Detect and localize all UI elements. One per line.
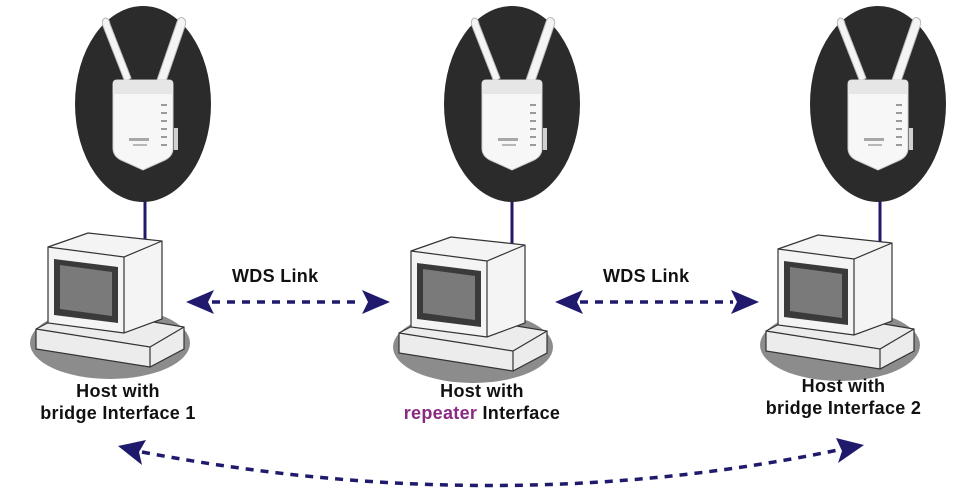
host-label-repeater: Host with repeater Interface [352,380,612,424]
host-label-line2-rest: Interface [477,403,561,423]
dashed-double-arrow-icon [186,290,390,314]
host-label-line2: bridge Interface 1 [40,403,196,423]
host-label-line1: Host with [440,381,524,401]
dashed-double-arrow-icon [118,438,864,488]
repeater-highlight: repeater [403,403,478,423]
host-label-bridge-1: Host with bridge Interface 1 [6,380,230,424]
host-label-line1: Host with [76,381,160,401]
access-point-icon [809,5,947,203]
host-label-line1: Host with [801,376,886,396]
access-point-icon [74,5,212,203]
wds-link-label-left: WDS Link [232,266,319,286]
host-computer-icon [759,234,921,382]
host-label-bridge-2: Host with bridge Interface 2 [726,375,961,419]
dashed-double-arrow-icon [555,290,759,314]
host-computer-icon [392,236,554,384]
access-point-icon [443,5,581,203]
wds-link-label-right: WDS Link [603,266,690,286]
host-label-line2: bridge Interface 2 [765,398,922,418]
host-computer-icon [29,232,191,380]
host-label-line2: repeater Interface [352,402,612,424]
